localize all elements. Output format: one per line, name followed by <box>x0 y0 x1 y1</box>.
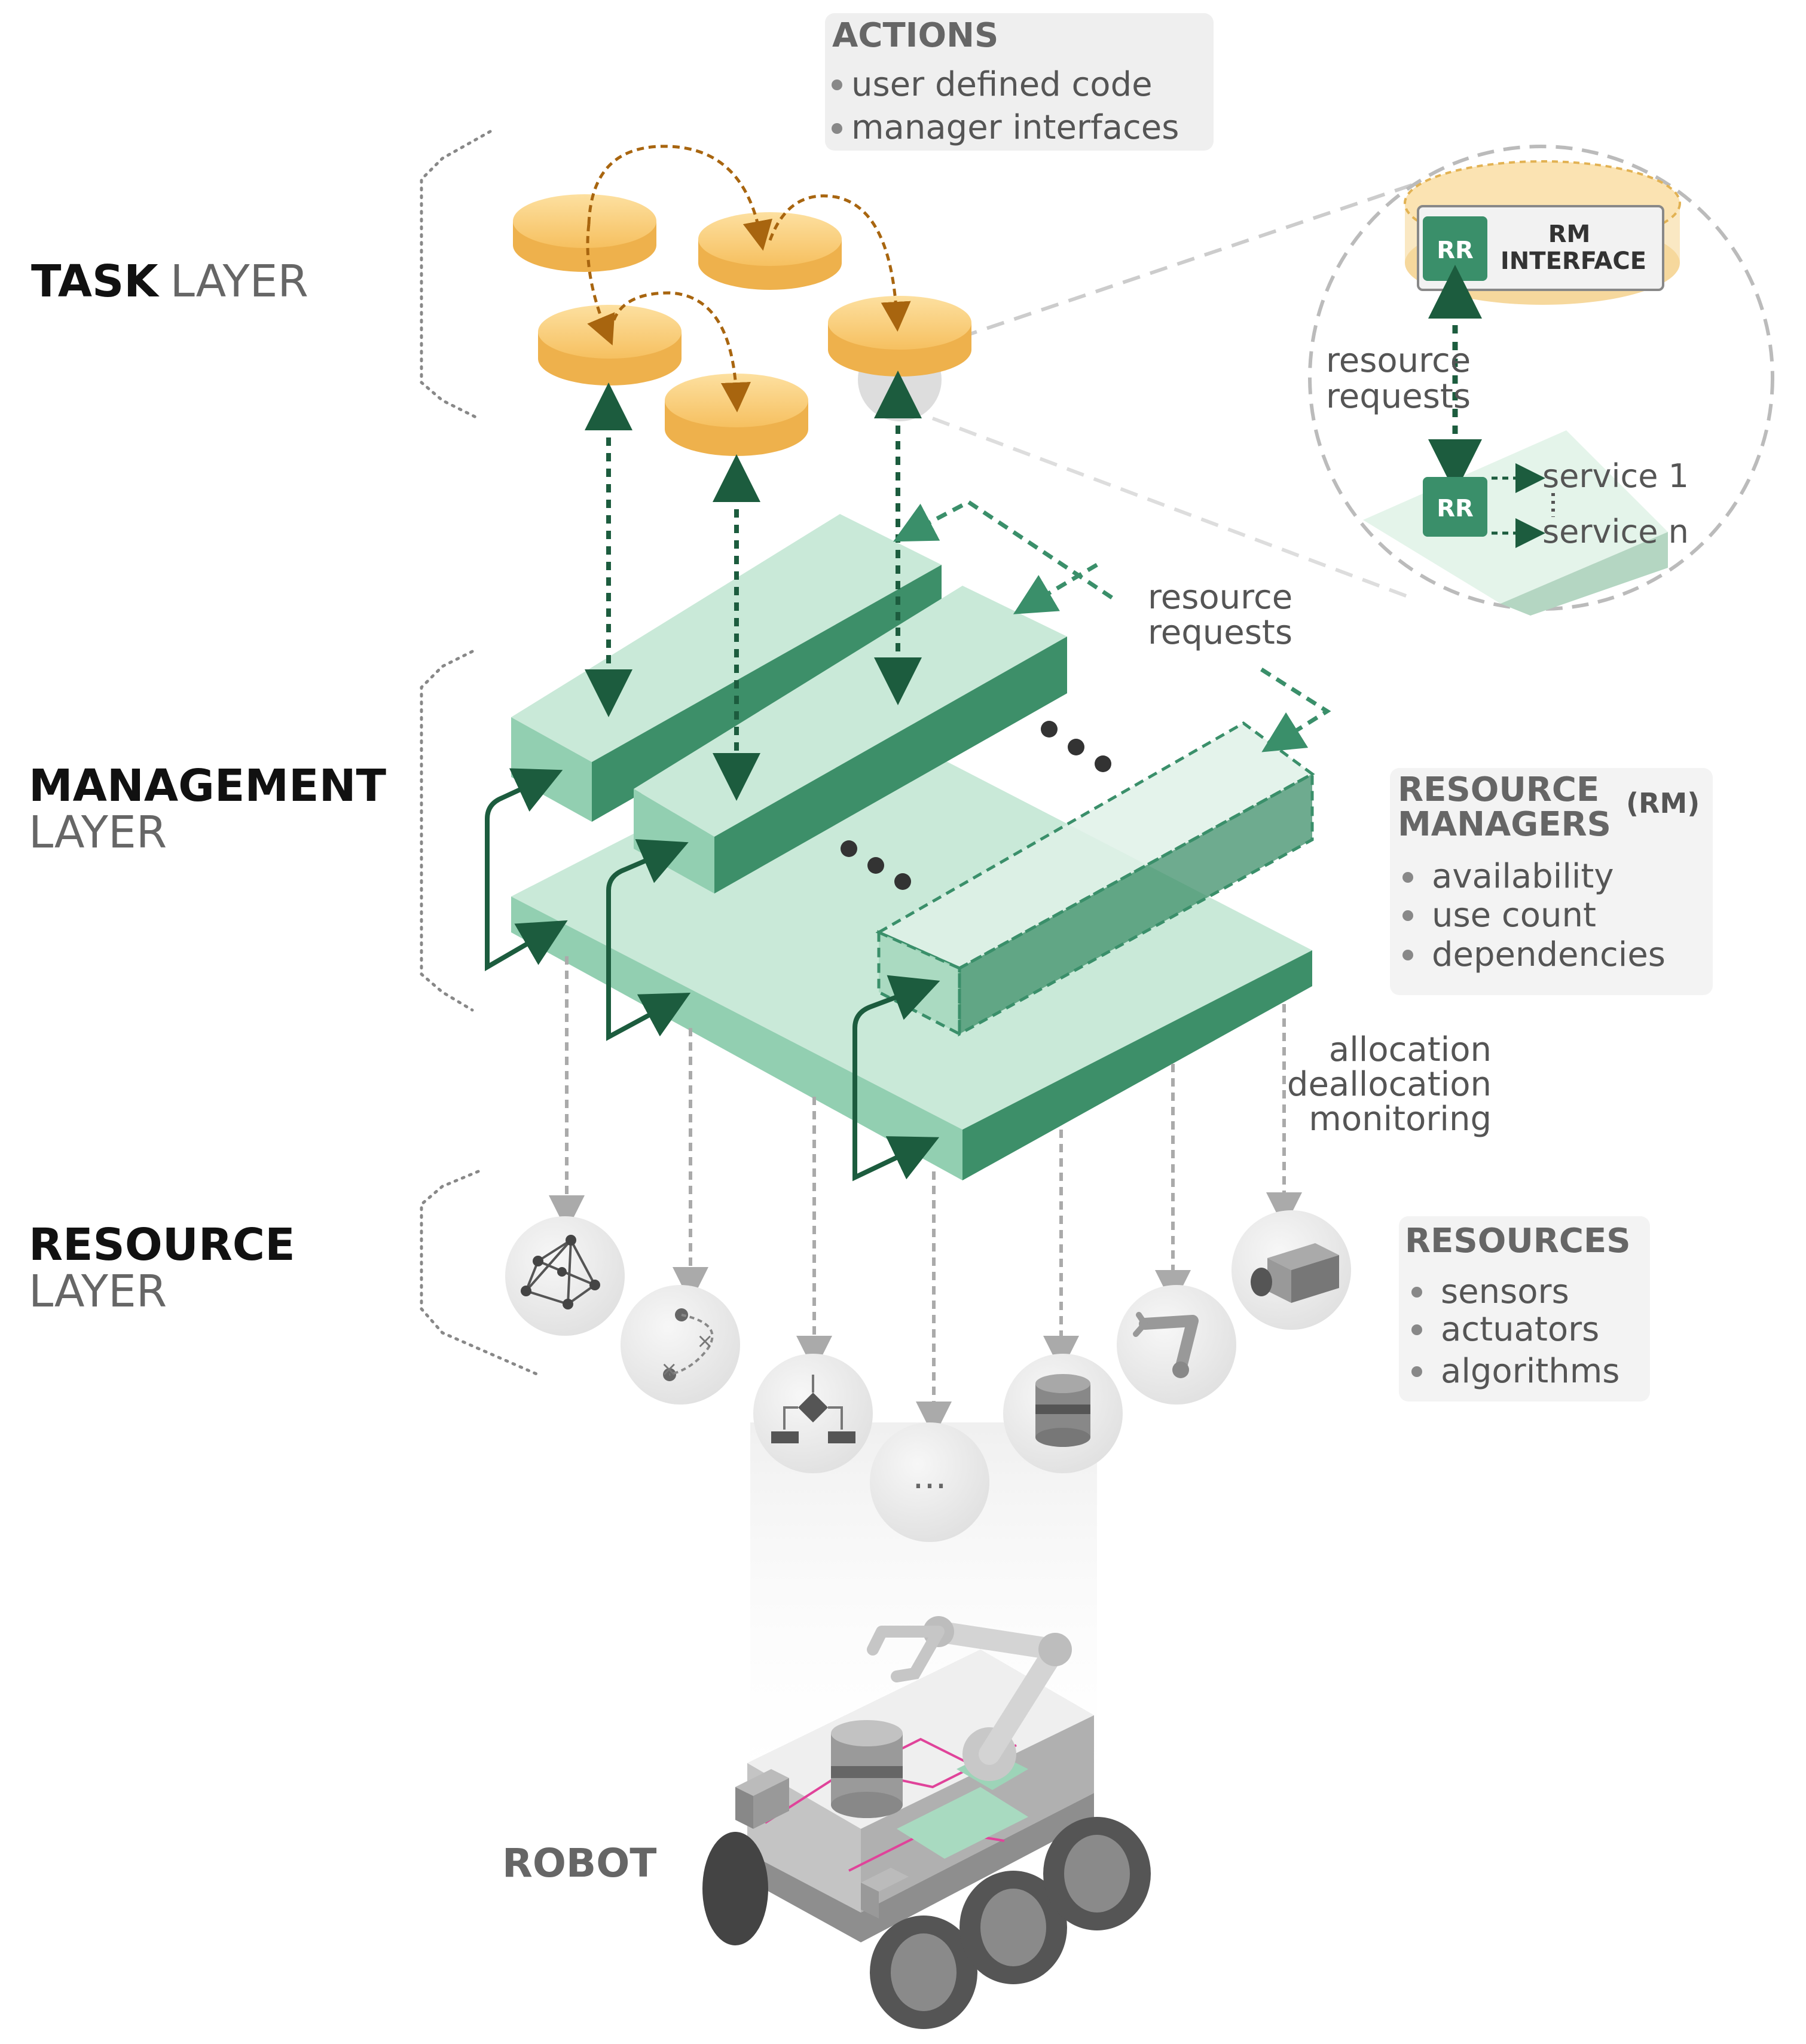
resource-layer-label-bold: RESOURCE <box>29 1219 295 1271</box>
resource-request-arrow <box>893 499 1113 599</box>
task-disc <box>513 194 656 272</box>
rr-label-top: RR <box>1437 237 1474 264</box>
rm-interface-label-2: INTERFACE <box>1501 247 1646 275</box>
service-1-label: service 1 <box>1542 457 1689 495</box>
more-icon: ... <box>870 1422 989 1542</box>
rr-label-bottom: RR <box>1437 495 1474 522</box>
resource-requests-label-1: resource <box>1148 578 1292 617</box>
resource-requests-label-2: requests <box>1148 613 1292 652</box>
robot-label: ROBOT <box>502 1840 656 1886</box>
zoom-manager-slab-top <box>1363 430 1668 604</box>
monitoring-label: monitoring <box>1309 1100 1492 1139</box>
svg-text:×: × <box>696 1329 714 1353</box>
dependency-arrow <box>852 975 940 1182</box>
task-layer-bracket <box>420 130 492 420</box>
manager-base-side <box>962 950 1312 1180</box>
task-flow-arrow <box>587 145 772 251</box>
camera-icon <box>1231 1210 1351 1330</box>
bullet <box>832 123 842 134</box>
task-disc <box>538 305 682 385</box>
task-disc <box>828 296 971 377</box>
bullet <box>1411 1287 1422 1298</box>
graph-icon <box>505 1216 625 1336</box>
actions-item-user-code: user defined code <box>851 65 1153 104</box>
resources-item-actuators: actuators <box>1441 1310 1599 1349</box>
bullet <box>1411 1324 1422 1335</box>
robot-arm-icon <box>1117 1285 1236 1405</box>
manager-base-front <box>511 896 962 1180</box>
resource-request-arrow <box>1013 562 1098 614</box>
rm-item-use-count: use count <box>1432 896 1596 935</box>
resource-layer-label-thin: LAYER <box>29 1266 167 1317</box>
management-layer-label-bold: MANAGEMENT <box>29 760 387 812</box>
service-n-label: service n <box>1542 513 1689 550</box>
task-disc <box>698 212 842 290</box>
manager-bar-1-side <box>592 565 942 822</box>
manager-ellipsis-dot <box>867 857 884 874</box>
dependency-arrow <box>606 839 691 1041</box>
zoom-manager-slab-side <box>1501 532 1668 616</box>
manager-bar-2-side <box>714 637 1067 894</box>
deallocation-label: deallocation <box>1287 1065 1492 1104</box>
manager-bar-3-side <box>958 771 1314 1037</box>
manager-ellipsis-dot <box>894 873 911 890</box>
actions-item-manager-interfaces: manager interfaces <box>851 108 1179 147</box>
resource-layer-bracket <box>420 1170 540 1376</box>
lidar-icon <box>1003 1354 1123 1473</box>
task-flow-arrow <box>609 291 751 412</box>
manager-ellipsis-dot <box>841 840 857 857</box>
rr-box-bottom <box>1423 477 1487 537</box>
dependency-arrow <box>485 768 568 971</box>
resources-item-sensors: sensors <box>1441 1272 1569 1311</box>
rm-item-dependencies: dependencies <box>1432 935 1666 974</box>
zoom-requests-label-2: requests <box>1326 377 1471 416</box>
rm-item-availability: availability <box>1432 857 1614 896</box>
manager-ellipsis-dot <box>1068 739 1084 755</box>
rm-interface-label-1: RM <box>1548 221 1591 248</box>
resource-request-arrow <box>1260 668 1331 752</box>
flowchart-icon <box>753 1354 873 1473</box>
robot-illustration <box>702 1616 1151 2029</box>
resource-managers-title-2: MANAGERS <box>1398 805 1611 844</box>
svg-text:...: ... <box>912 1455 946 1497</box>
path-planning-icon: × × <box>621 1285 740 1405</box>
task-flow-arrow <box>586 224 615 346</box>
zoom-requests-label-1: resource <box>1326 341 1471 380</box>
bullet <box>1402 872 1413 883</box>
manager-ellipsis-dot <box>1041 721 1058 738</box>
resource-managers-box <box>1390 768 1713 995</box>
bullet <box>832 79 842 90</box>
allocation-label: allocation <box>1329 1030 1492 1069</box>
actions-box <box>825 13 1214 151</box>
management-layer-label-thin: LAYER <box>29 807 167 858</box>
bullet <box>1411 1366 1422 1377</box>
actions-title: ACTIONS <box>832 16 998 55</box>
management-layer-bracket <box>420 650 474 1012</box>
resource-managers-title-1: RESOURCE <box>1398 770 1599 809</box>
bullet <box>1402 950 1413 960</box>
resources-box <box>1399 1216 1650 1402</box>
manager-ellipsis-dot <box>1095 755 1111 772</box>
resources-title: RESOURCES <box>1405 1222 1631 1260</box>
svg-text:×: × <box>661 1357 678 1381</box>
resources-item-algorithms: algorithms <box>1441 1352 1619 1391</box>
resource-managers-suffix: (RM) <box>1626 787 1700 819</box>
zoom-guide-top <box>932 172 1447 348</box>
bullet <box>1402 910 1413 921</box>
